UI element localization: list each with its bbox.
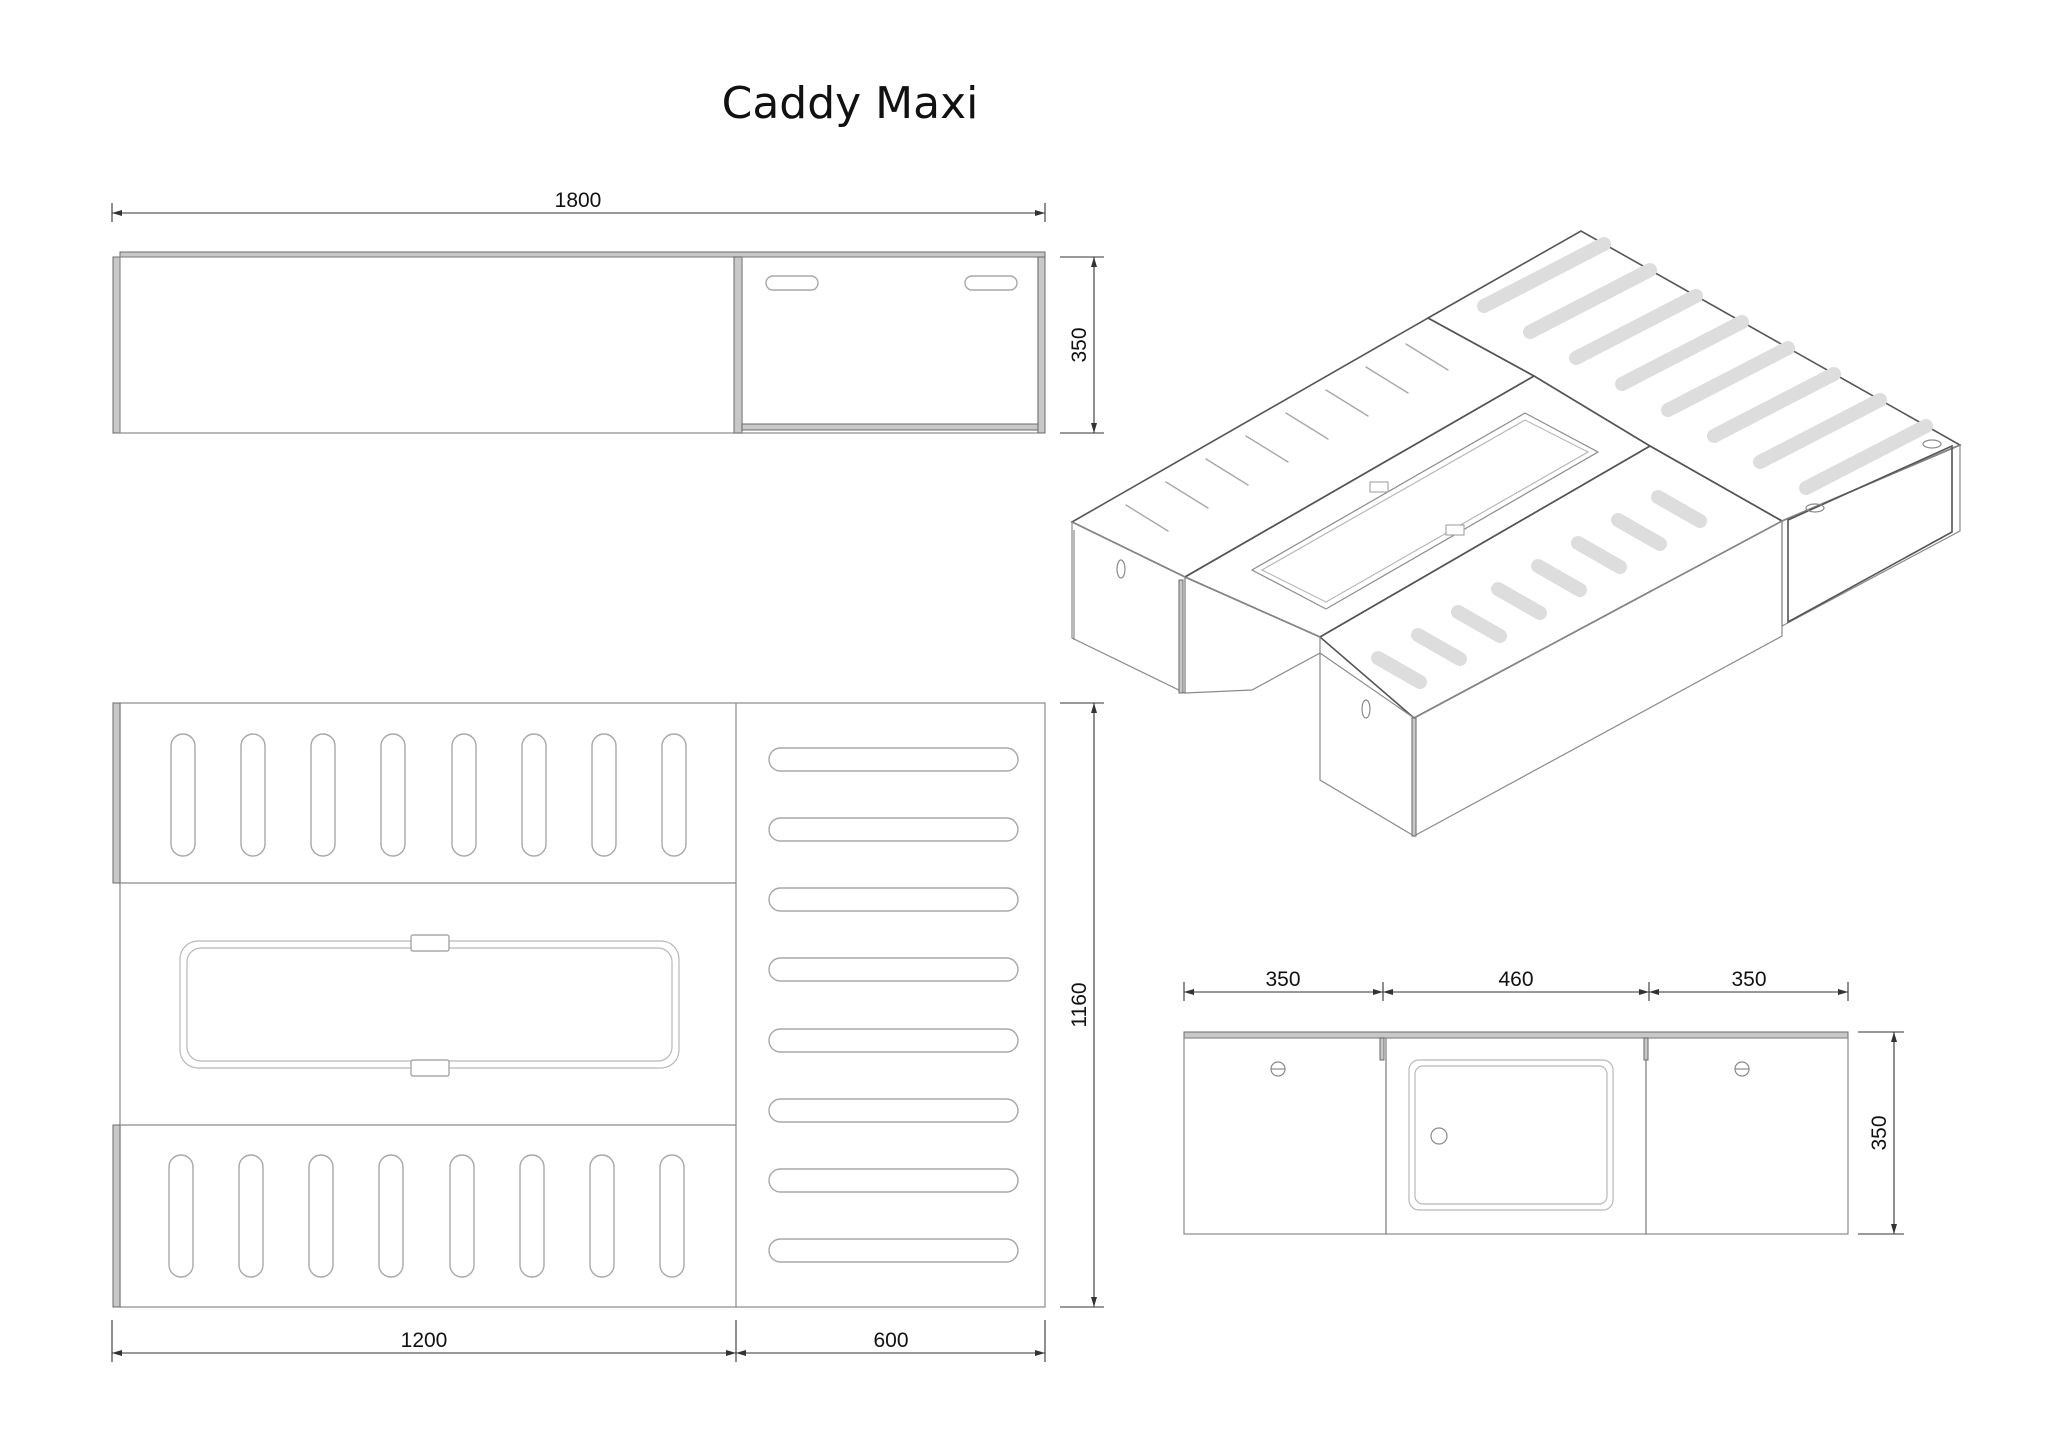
side-middle-label: 460 (1498, 968, 1533, 991)
isometric-view (1070, 230, 1962, 838)
side-left-label: 350 (1265, 968, 1300, 991)
iso-lid (1250, 412, 1600, 610)
front-top-board (119, 251, 1046, 258)
front-height-label: 350 (1068, 327, 1091, 362)
iso-slots-left-module (1125, 343, 1449, 532)
side-view: 350 460 350 350 (1183, 968, 1904, 1235)
top-view: 1160 1200 600 (111, 702, 1104, 1362)
lower-vertical-slots (168, 1154, 685, 1278)
top-depth-label: 1160 (1068, 982, 1091, 1027)
front-large-box (119, 256, 743, 434)
lid-latch-top (410, 934, 450, 952)
handle-slot-right (964, 275, 1018, 291)
front-left-board (112, 256, 121, 434)
iso-slots-front-module (1371, 490, 1707, 689)
upper-vertical-slots (170, 733, 687, 857)
drawing-title: Caddy Maxi (721, 78, 979, 129)
front-view: 1800 350 (111, 189, 1104, 434)
front-small-box (741, 256, 1039, 434)
side-right-label: 350 (1731, 968, 1766, 991)
handle-slot-left (765, 275, 819, 291)
top-left-width-label: 1200 (401, 1329, 448, 1352)
front-length-label: 1800 (555, 189, 602, 212)
side-top-board (1183, 1031, 1849, 1039)
right-horizontal-slots (768, 747, 1019, 1263)
top-right-width-label: 600 (873, 1329, 908, 1352)
iso-slots-right-module (1477, 237, 1933, 495)
top-outline (119, 702, 1046, 1308)
side-right-box (1645, 1037, 1849, 1235)
lid-latch-bottom (410, 1059, 450, 1077)
center-lid (179, 934, 680, 1077)
side-height-label: 350 (1868, 1115, 1891, 1150)
